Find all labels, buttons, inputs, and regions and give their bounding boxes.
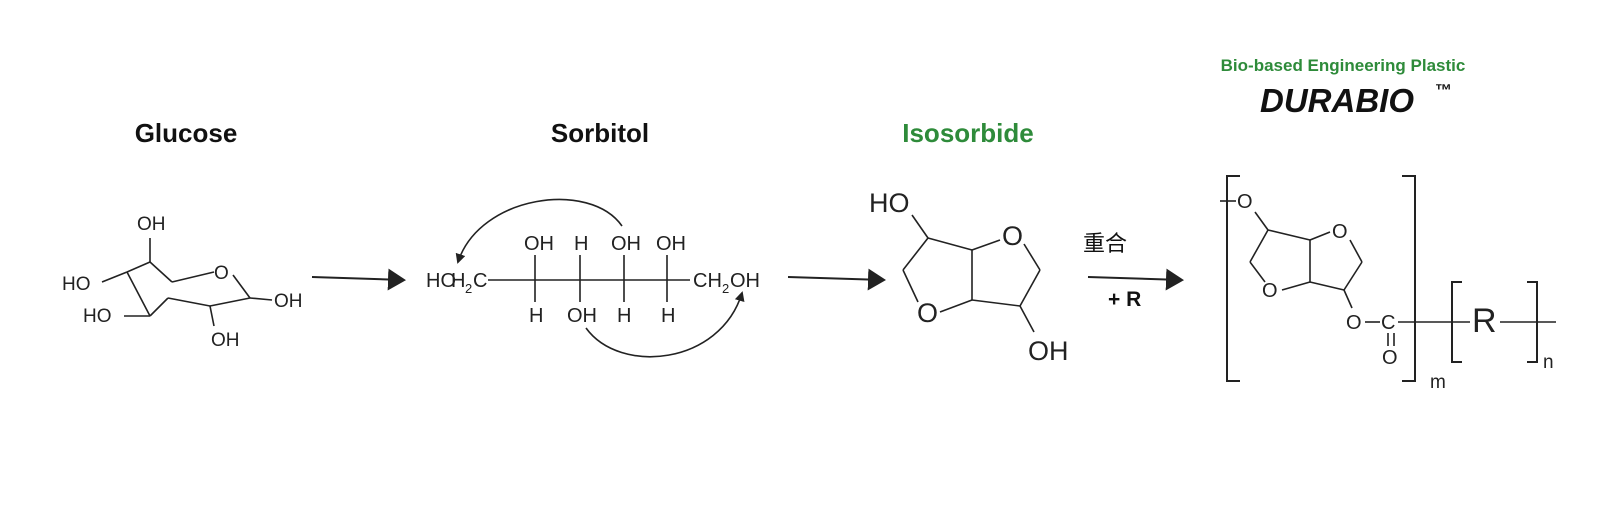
repeat-bracket-m-left — [1226, 175, 1240, 382]
sorbitol-right-hydroxyl: OH — [730, 270, 760, 292]
sorbitol-title: Sorbitol — [551, 118, 649, 148]
sorbitol-c3-bottom-oh: OH — [567, 305, 597, 327]
sorbitol-c4-bottom-h: H — [617, 305, 631, 327]
glucose-ring-oxygen: O — [214, 263, 229, 284]
polymer-ring-oxygen-left: O — [1262, 280, 1278, 302]
sorbitol-c2-bottom-h: H — [529, 305, 543, 327]
sorbitol-c5-bottom-h: H — [661, 305, 675, 327]
reaction-arrow-2 — [787, 268, 886, 291]
sorbitol-ch2-carbon: C — [473, 270, 487, 292]
brand-tagline: Bio-based Engineering Plastic — [1221, 56, 1466, 75]
glucose-c6-hydroxyl: OH — [137, 214, 166, 235]
glucose-c4-hydroxyl: HO — [62, 274, 91, 295]
sorbitol-c3-top-h: H — [574, 233, 588, 255]
repeat-index-m: m — [1430, 372, 1446, 393]
repeat-bracket-m-right — [1402, 175, 1416, 382]
polymer-ether-oxygen-top: O — [1237, 191, 1253, 213]
isosorbide-structure: HO O O OH — [869, 188, 1069, 366]
cyclization-arrow-top — [455, 198, 623, 264]
polymer-ester-oxygen: O — [1346, 312, 1362, 334]
polymer-carbonyl-carbon: C — [1381, 312, 1395, 334]
polymer-carbonyl-oxygen: O — [1382, 347, 1398, 369]
glucose-title: Glucose — [135, 118, 238, 148]
polymer-r-group: R — [1472, 302, 1497, 340]
glucose-structure: OH HO HO OH OH O — [62, 214, 303, 351]
reagent-label: + R — [1108, 288, 1141, 311]
repeat-bracket-n-left — [1451, 281, 1462, 363]
glucose-c2-hydroxyl: OH — [211, 330, 240, 351]
sorbitol-ch2-right-subscript: 2 — [722, 281, 729, 296]
sorbitol-ch2-right: CH — [693, 270, 722, 292]
isosorbide-bottom-hydroxyl: OH — [1028, 336, 1069, 366]
sorbitol-c2-top-oh: OH — [524, 233, 554, 255]
isosorbide-right-ring-oxygen: O — [1002, 221, 1023, 251]
polymerization-label: 重合 — [1083, 232, 1127, 257]
reaction-arrow-3 — [1087, 268, 1184, 291]
reaction-arrow-1 — [311, 268, 406, 291]
brand-name: DURABIO — [1260, 82, 1414, 119]
trademark-symbol: ™ — [1435, 81, 1452, 100]
sorbitol-c4-top-oh: OH — [611, 233, 641, 255]
cyclization-arrow-bottom — [585, 291, 745, 358]
sorbitol-left-hydroxyl: HO — [426, 270, 456, 292]
isosorbide-title: Isosorbide — [902, 118, 1033, 148]
isosorbide-left-ring-oxygen: O — [917, 298, 938, 328]
isosorbide-top-hydroxyl: HO — [869, 188, 910, 218]
repeat-index-n: n — [1543, 352, 1554, 373]
sorbitol-structure: HO H 2 C OH H OH OH H OH H H CH 2 OH — [426, 198, 760, 358]
glucose-c1-hydroxyl: OH — [274, 291, 303, 312]
glucose-c3-hydroxyl: HO — [83, 306, 112, 327]
polymer-ring-oxygen-right: O — [1332, 221, 1348, 243]
sorbitol-ch2-hydrogen: H — [451, 270, 465, 292]
sorbitol-c5-top-oh: OH — [656, 233, 686, 255]
durabio-polymer-structure: m O O O O C O R n — [1220, 175, 1556, 393]
sorbitol-ch2-subscript: 2 — [465, 281, 472, 296]
